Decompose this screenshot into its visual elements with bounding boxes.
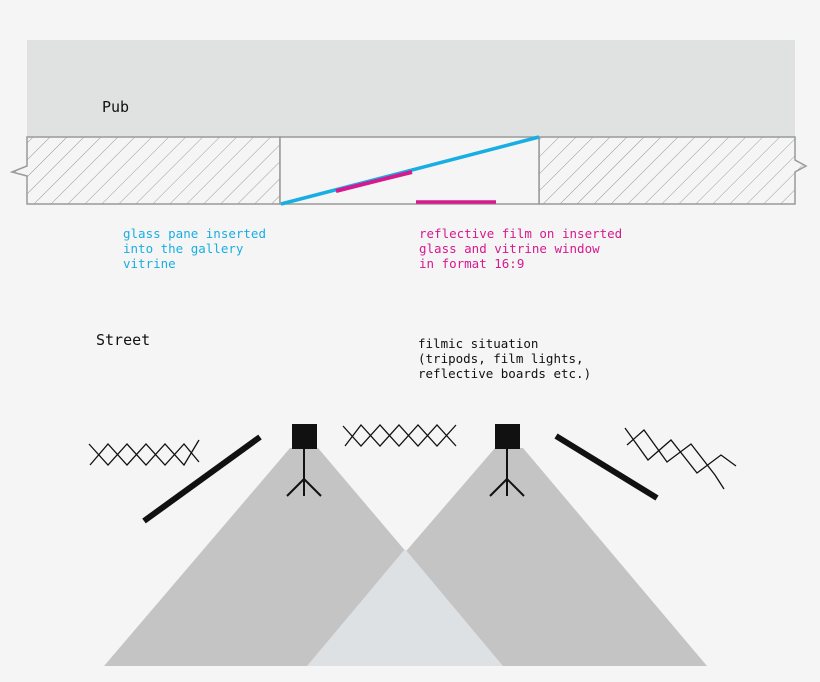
camera-icon <box>495 424 520 449</box>
reflective-film-label: reflective film on inserted glass and vi… <box>419 226 623 271</box>
pub-label: Pub <box>102 98 130 116</box>
pub-area <box>27 40 795 137</box>
x-stand-icon <box>88 439 200 467</box>
tripod-icon <box>286 449 322 497</box>
camera-icon <box>292 424 317 449</box>
filmic-situation-label: filmic situation (tripods, film lights, … <box>418 336 592 381</box>
street-label: Street <box>96 331 151 349</box>
wall-right <box>538 136 808 205</box>
reflective-film-glass <box>335 170 413 193</box>
tripod-icon <box>489 449 525 497</box>
glass-pane-label: glass pane inserted into the gallery vit… <box>123 226 266 271</box>
wall-left <box>9 136 281 205</box>
reflective-board-icon <box>554 433 659 501</box>
x-stand-icon <box>342 423 457 447</box>
reflective-board-icon <box>142 434 262 524</box>
x-stand-icon <box>624 427 737 490</box>
cone-overlap <box>307 549 503 666</box>
